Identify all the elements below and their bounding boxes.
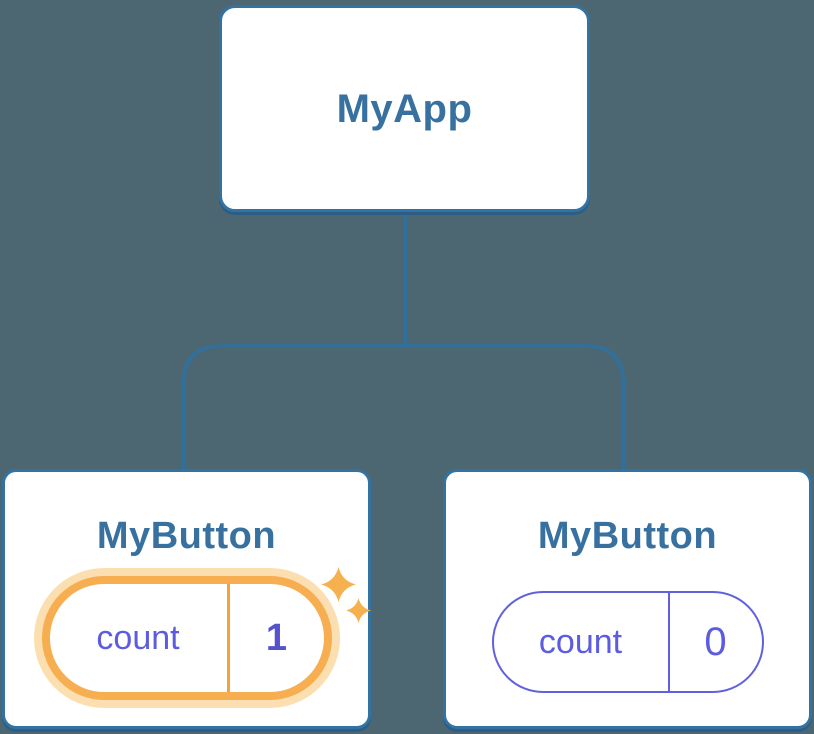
state-name-cell: count	[494, 593, 668, 691]
node-card-mybutton-right: MyButton count 0	[443, 469, 812, 729]
node-label-mybutton-right: MyButton	[537, 515, 718, 557]
state-pill-highlighted: count 1	[41, 576, 332, 700]
children-branch-line	[181, 344, 626, 470]
state-pill-plain: count 0	[491, 591, 764, 693]
pill-divider	[667, 593, 670, 691]
state-value-label: 1	[265, 616, 288, 659]
state-name-cell: count	[50, 584, 227, 692]
sparkle-large	[321, 567, 356, 602]
state-value-cell: 1	[230, 584, 324, 692]
sparkle-small	[346, 598, 371, 623]
state-value-label: 0	[704, 619, 727, 664]
state-name-label: count	[538, 622, 623, 661]
node-card-mybutton-left: MyButton count 1	[2, 469, 371, 729]
state-value-cell: 0	[670, 593, 762, 691]
pill-divider	[226, 584, 230, 692]
node-label-myapp: MyApp	[336, 86, 473, 131]
state-name-label: count	[96, 618, 180, 657]
node-card-myapp: MyApp	[219, 5, 590, 212]
node-label-mybutton-left: MyButton	[96, 515, 277, 557]
